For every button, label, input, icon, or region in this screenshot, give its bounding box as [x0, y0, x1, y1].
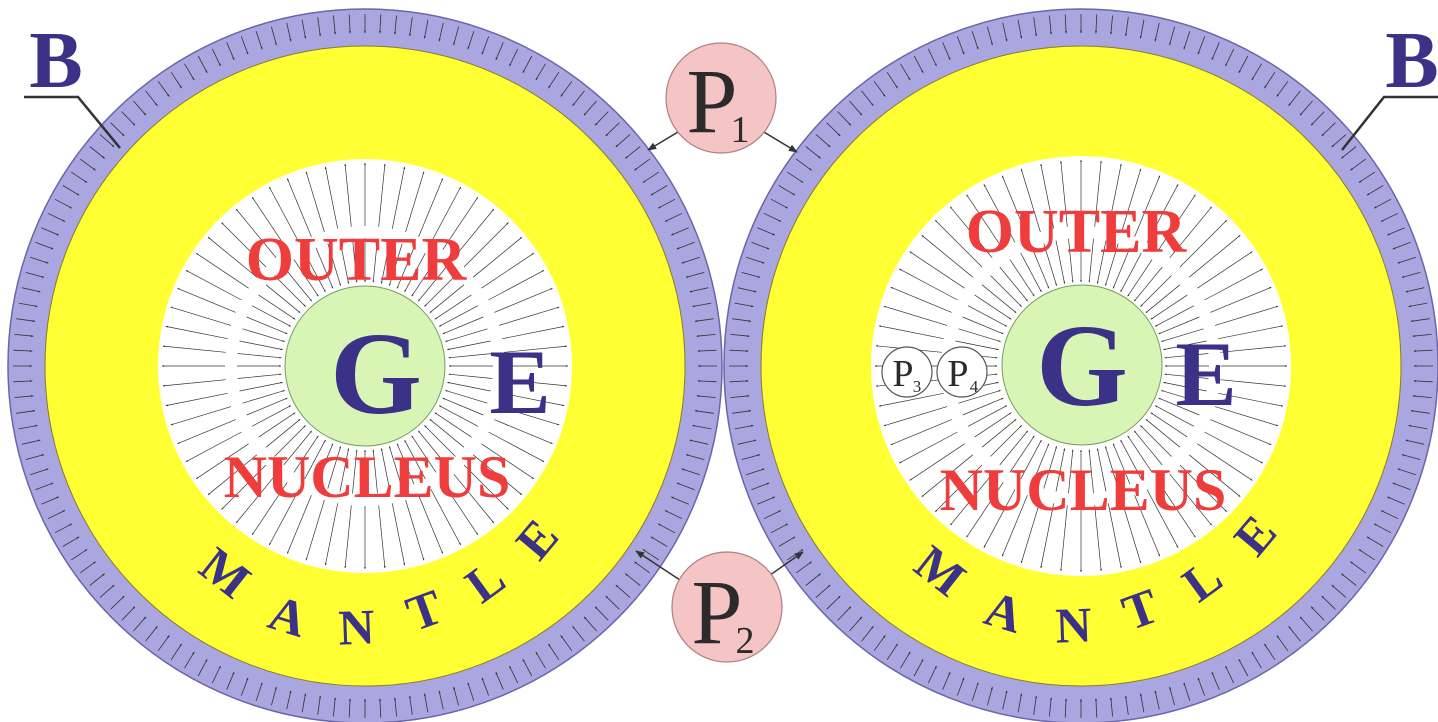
p3-sub: 3 — [913, 377, 922, 396]
left-outer-label: OUTER — [246, 226, 468, 294]
p3-main: P — [892, 353, 913, 395]
right-g-label: G — [1036, 300, 1128, 431]
p1-sub: 1 — [731, 109, 750, 151]
right-nucleus-label: NUCLEUS — [940, 457, 1227, 523]
right-b-label: B — [1385, 17, 1438, 105]
left-b-label: B — [29, 17, 82, 105]
left-body: OUTER NUCLEUS G E M A N T L E — [8, 9, 722, 722]
right-body: OUTER NUCLEUS G E P 3 P 4 M A N T L E — [724, 9, 1438, 722]
left-nucleus-label: NUCLEUS — [224, 444, 511, 510]
right-outer-label: OUTER — [966, 198, 1188, 266]
left-g-label: G — [330, 308, 422, 439]
p2-callout: P 2 — [636, 551, 803, 663]
p4-sub: 4 — [970, 377, 979, 396]
p3-bubble: P 3 — [882, 347, 932, 397]
right-e-label: E — [1175, 323, 1236, 425]
left-e-label: E — [489, 331, 550, 433]
p2-sub: 2 — [736, 620, 755, 662]
right-b-callout: B — [1342, 17, 1438, 150]
p4-main: P — [947, 353, 968, 395]
p1-callout: P 1 — [648, 43, 797, 153]
left-mantle-letter: N — [337, 598, 375, 655]
p4-bubble: P 4 — [937, 347, 987, 397]
right-mantle-letter: N — [1054, 596, 1092, 653]
